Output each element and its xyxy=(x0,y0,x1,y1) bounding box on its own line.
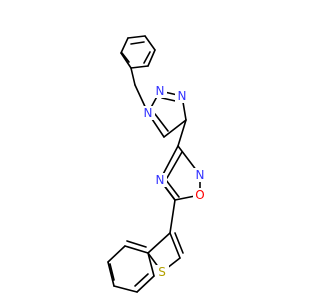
atom-label-o: O xyxy=(195,188,204,202)
triazole-n3: N xyxy=(175,89,189,103)
bond xyxy=(121,52,130,63)
triazole-n1: N xyxy=(141,106,155,120)
bond xyxy=(147,49,156,67)
bond xyxy=(124,245,149,254)
bond xyxy=(109,263,115,281)
bond xyxy=(130,65,149,69)
bond xyxy=(174,232,184,254)
bond xyxy=(130,41,145,45)
bond xyxy=(136,275,155,293)
thiophene-s: S xyxy=(155,265,169,279)
atom-label-n: N xyxy=(156,84,165,98)
atom-labels: N N N N N O S xyxy=(141,84,207,279)
bond xyxy=(169,232,181,259)
bond xyxy=(165,179,180,198)
molecule-canvas: N N N N N O S xyxy=(107,35,207,293)
atom-label-n: N xyxy=(144,106,153,120)
bond xyxy=(177,119,187,147)
oxadiazole-n2: N xyxy=(193,168,207,182)
bonds xyxy=(107,35,201,293)
bond xyxy=(127,35,146,39)
oxadiazole-o1: O xyxy=(193,188,207,202)
structure-drawing: N N N N N O S xyxy=(107,35,207,293)
bond xyxy=(144,35,156,51)
bond xyxy=(147,232,171,254)
bond xyxy=(134,273,149,287)
bond xyxy=(107,261,115,287)
bond xyxy=(143,51,151,64)
bond xyxy=(120,52,132,69)
bond xyxy=(113,285,138,293)
bond xyxy=(154,113,169,132)
oxadiazole-n4: N xyxy=(153,173,167,187)
bond xyxy=(120,37,129,54)
bond xyxy=(147,252,155,277)
bond xyxy=(166,151,183,179)
bond xyxy=(169,199,176,234)
bond xyxy=(126,240,147,248)
atom-label-n: N xyxy=(156,173,165,187)
atom-label-n: N xyxy=(196,168,205,182)
triazole-n2: N xyxy=(153,84,167,98)
bond xyxy=(163,119,187,138)
bond xyxy=(130,67,136,86)
bond xyxy=(107,245,126,263)
atom-label-n: N xyxy=(178,89,187,103)
atom-label-s: S xyxy=(158,265,166,279)
